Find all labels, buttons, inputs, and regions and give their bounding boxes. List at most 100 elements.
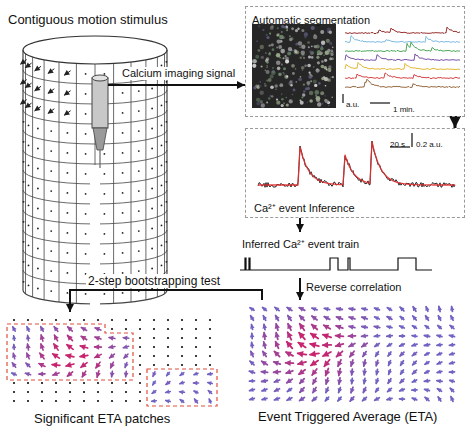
eta-vector-field xyxy=(250,324,254,329)
stimulus-dot xyxy=(50,170,52,172)
eta-vector-field xyxy=(399,379,404,384)
segmentation-image xyxy=(309,72,311,74)
significant-vector-field xyxy=(53,354,60,358)
segmentation-image xyxy=(260,45,264,49)
grid-dot xyxy=(167,346,169,348)
significant-vector-field xyxy=(67,372,72,376)
stimulus-dot xyxy=(67,152,69,154)
eta-vector-field xyxy=(350,380,355,385)
segmentation-image xyxy=(298,77,302,81)
stimulus-dot xyxy=(85,213,87,215)
segmentation-image xyxy=(256,102,260,106)
segmentation-image xyxy=(321,41,325,45)
significant-vector-field xyxy=(40,353,44,359)
segmentation-image xyxy=(269,52,271,54)
grid-dot xyxy=(139,319,141,321)
eta-vector-field xyxy=(298,343,305,348)
segmentation-image xyxy=(296,51,300,55)
fluorescence-trace xyxy=(345,63,460,70)
segmentation-image xyxy=(287,28,288,29)
eta-vector-field xyxy=(386,334,391,339)
grid-dot xyxy=(41,319,43,321)
eta-vector-field xyxy=(400,352,404,356)
stimulus-dot xyxy=(166,81,168,83)
fluorescence-trace xyxy=(345,73,460,79)
eta-vector-field xyxy=(299,315,305,321)
segmentation-image xyxy=(264,83,266,85)
significant-vector-field xyxy=(124,363,128,368)
significant-vector-field xyxy=(40,334,45,340)
eta-vector-field xyxy=(336,351,343,357)
motion-arrow xyxy=(20,99,26,105)
fluorescence-trace xyxy=(345,54,460,61)
grid-dot xyxy=(97,382,99,384)
eta-vector-field xyxy=(436,352,441,356)
significant-vector-field xyxy=(179,390,184,394)
segmentation-image xyxy=(272,67,274,69)
stimulus-dot xyxy=(138,230,140,232)
grid-dot xyxy=(153,337,155,339)
fluorescence-trace xyxy=(345,79,460,87)
significant-vector-field xyxy=(67,345,73,350)
stimulus-dot xyxy=(85,193,87,195)
segmentation-image xyxy=(324,95,326,97)
eta-vector-field xyxy=(261,397,266,401)
segmentation-image xyxy=(307,64,311,68)
segmentation-image xyxy=(258,85,260,87)
eta-vector-field xyxy=(388,388,392,391)
segmentation-image xyxy=(300,76,302,78)
segmentation-image xyxy=(316,45,320,49)
segmentation-image xyxy=(313,66,315,68)
segmentation-image xyxy=(281,93,282,94)
eta-vector-field xyxy=(375,361,380,367)
stimulus-dot xyxy=(151,88,153,90)
stimulus-dot xyxy=(23,141,25,143)
eta-vector-field xyxy=(298,332,305,339)
segmentation-image xyxy=(321,103,323,105)
eta-vector-field xyxy=(363,388,367,394)
stimulus-dot xyxy=(28,225,30,227)
significant-vector-field xyxy=(40,326,45,332)
stimulus-dot xyxy=(161,205,163,207)
eta-vector-field xyxy=(375,370,380,375)
segmentation-image xyxy=(268,52,271,55)
stimulus-cylinder xyxy=(145,60,146,300)
motion-arrow xyxy=(48,88,54,94)
motion-arrow xyxy=(20,79,26,85)
eta-vector-field xyxy=(400,317,404,320)
text-holder: Event Triggered Average (ETA) xyxy=(258,407,437,425)
segmentation-image xyxy=(289,99,293,103)
eta-vector-field xyxy=(311,316,317,321)
grid-dot xyxy=(195,355,197,357)
segmentation-image xyxy=(297,28,299,30)
motion-arrow xyxy=(65,91,71,95)
stimulus-dot xyxy=(37,128,39,130)
stimulus-cylinder xyxy=(25,54,26,294)
signal-lead-line xyxy=(108,84,186,86)
edge-label: 2-step bootstrapping test xyxy=(86,274,222,288)
segmentation-image xyxy=(308,56,311,59)
eta-vector-field xyxy=(348,325,354,330)
segmentation-image xyxy=(289,35,291,37)
microscope-objective xyxy=(92,75,108,81)
stimulus-dot xyxy=(85,133,87,135)
flow-arrow xyxy=(454,117,457,128)
grid-dot xyxy=(111,328,113,330)
motion-arrow xyxy=(21,100,27,104)
significant-vector-field xyxy=(179,372,184,376)
eta-vector-field xyxy=(388,352,393,357)
grid-dot xyxy=(83,382,85,384)
eta-vector-field xyxy=(350,351,354,356)
eta-vector-field xyxy=(310,360,317,366)
scale-bar xyxy=(370,102,390,103)
stimulus-dot xyxy=(28,245,30,247)
significant-vector-field xyxy=(96,372,101,378)
segmentation-image xyxy=(317,102,321,106)
stimulus-dot xyxy=(28,265,30,267)
segmentation-image xyxy=(311,45,313,47)
segmentation-image xyxy=(281,104,284,107)
segmentation-image xyxy=(301,45,305,49)
segmentation-image xyxy=(304,65,307,68)
segmentation-image xyxy=(332,76,334,78)
grid-dot xyxy=(55,382,57,384)
